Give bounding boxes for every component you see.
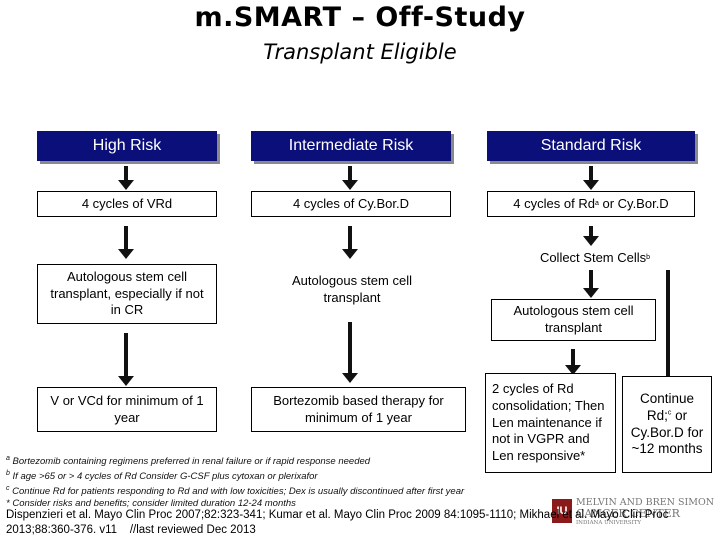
standard-risk-option-consolidation: 2 cycles of Rd consolidation; Then Len m… (485, 373, 616, 473)
standard-risk-option-continue: Continue Rd;c or Cy.Bor.D for ~12 months (622, 376, 712, 473)
standard-induction-text: 4 cycles of Rd (513, 195, 595, 211)
footnote-c: c Continue Rd for patients responding to… (6, 483, 566, 498)
footnote-mark: * (6, 498, 10, 510)
footnote-mark: a (594, 199, 599, 207)
arrow-down-icon (342, 166, 358, 190)
footnote-mark: c (667, 409, 672, 417)
header-standard-risk: Standard Risk (487, 131, 695, 161)
arrow-down-icon (583, 166, 599, 190)
standard-induction-alt: or Cy.Bor.D (598, 195, 669, 211)
intermediate-risk-induction: 4 cycles of Cy.Bor.D (251, 191, 451, 217)
footnotes: a Bortezomib containing regimens preferr… (6, 453, 566, 510)
logo-line-2: CANCER CENTER (576, 507, 680, 520)
option-continue-wrap: Continue Rd;c or Cy.Bor.D for ~12 months (627, 391, 707, 459)
page-title: m.SMART – Off-Study (194, 2, 526, 33)
arrow-down-icon (565, 349, 581, 375)
high-risk-induction: 4 cycles of VRd (37, 191, 217, 217)
header-intermediate-risk: Intermediate Risk (251, 131, 451, 161)
references: Dispenzieri et al. Mayo Clin Proc 2007;8… (6, 509, 672, 536)
footnote-text: Bortezomib containing regimens preferred… (12, 456, 371, 468)
option-continue-text: Continue Rd; (639, 390, 695, 423)
arrow-down-icon (118, 226, 134, 259)
high-risk-transplant: Autologous stem cell transplant, especia… (37, 264, 217, 324)
arrow-down-icon (660, 270, 676, 386)
footnote-text: Continue Rd for patients responding to R… (12, 486, 465, 498)
header-high-risk: High Risk (37, 131, 217, 161)
arrow-down-icon (342, 226, 358, 259)
footnote-mark: b (6, 470, 10, 478)
footnote-b: b If age >65 or > 4 cycles of Rd Conside… (6, 468, 566, 483)
logo-line-1: MELVIN AND BREN SIMON (576, 497, 715, 508)
arrow-down-icon (583, 226, 599, 246)
arrow-down-icon (583, 270, 599, 298)
page-subtitle: Transplant Eligible (263, 40, 457, 64)
option-continue-alt: or Cy.Bor.D for ~12 months (630, 407, 704, 457)
intermediate-risk-maintenance: Bortezomib based therapy for minimum of … (251, 387, 466, 432)
iu-trident-icon: IU (552, 499, 572, 523)
standard-risk-transplant: Autologous stem cell transplant (491, 299, 656, 341)
footnote-mark: b (646, 253, 651, 261)
footnote-star: * Consider risks and benefits; consider … (6, 498, 566, 510)
collect-stem-cells-label: Collect Stem Cells (539, 249, 647, 265)
footnote-mark: a (6, 455, 10, 462)
arrow-down-icon (342, 322, 358, 383)
footnote-a: a Bortezomib containing regimens preferr… (6, 453, 566, 468)
arrow-down-icon (118, 333, 134, 386)
footnote-text: If age >65 or > 4 cycles of Rd Consider … (12, 471, 318, 483)
footnote-mark: c (6, 485, 10, 493)
high-risk-maintenance: V or VCd for minimum of 1 year (37, 387, 217, 432)
intermediate-risk-transplant: Autologous stem cell transplant (292, 273, 412, 305)
arrow-down-icon (118, 166, 134, 190)
footnote-text: Consider risks and benefits; consider li… (12, 498, 296, 510)
cancer-center-logo: IU MELVIN AND BREN SIMON CANCER CENTER I… (552, 497, 717, 527)
logo-line-3: INDIANA UNIVERSITY (576, 520, 642, 526)
